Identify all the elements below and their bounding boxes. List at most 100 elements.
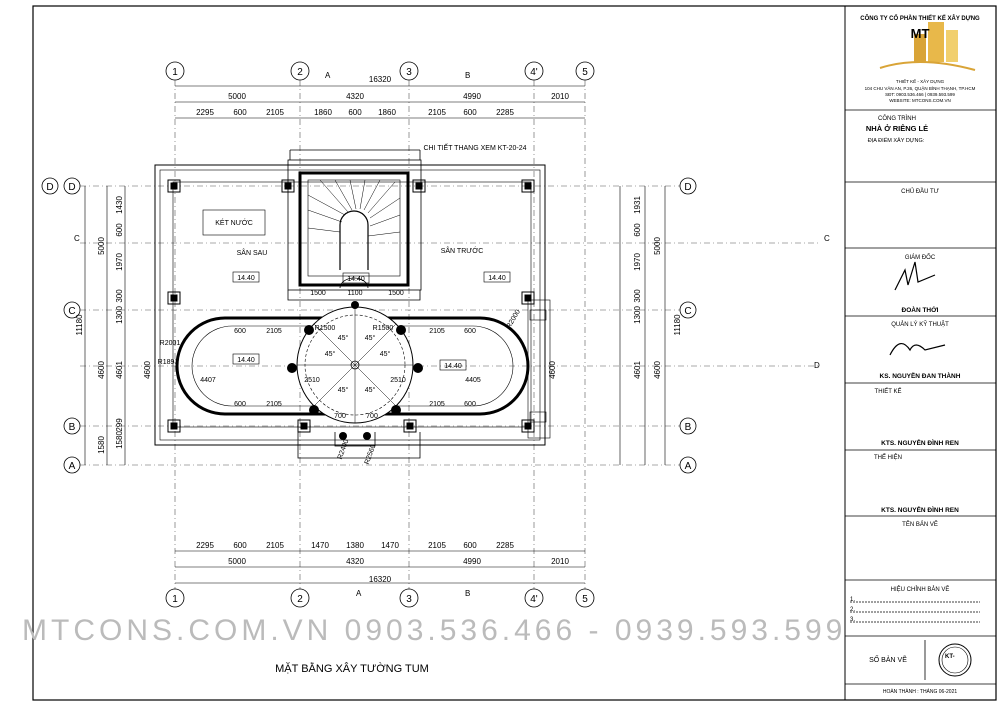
svg-text:1300: 1300 [115, 306, 124, 324]
svg-text:1970: 1970 [633, 253, 642, 271]
svg-text:WEBSITE: MTCONS.COM.VN: WEBSITE: MTCONS.COM.VN [889, 98, 951, 103]
svg-text:2510: 2510 [390, 377, 406, 384]
svg-text:4600: 4600 [97, 361, 106, 379]
svg-text:SÂN TRƯỚC: SÂN TRƯỚC [441, 246, 484, 255]
svg-text:4601: 4601 [633, 361, 642, 379]
svg-text:KT-: KT- [945, 654, 955, 660]
svg-text:5000: 5000 [97, 237, 106, 255]
svg-text:B: B [465, 589, 470, 598]
svg-text:B: B [69, 422, 76, 433]
svg-text:4': 4' [530, 67, 538, 78]
svg-text:14.40: 14.40 [444, 363, 462, 370]
svg-text:R2000: R2000 [506, 308, 522, 329]
svg-text:CÔNG TY CỔ PHẦN THIẾT KẾ XÂY D: CÔNG TY CỔ PHẦN THIẾT KẾ XÂY DỰNG [860, 14, 980, 22]
svg-text:R2560: R2560 [364, 444, 378, 466]
svg-text:3.: 3. [850, 617, 855, 623]
svg-text:NHÀ Ở RIÊNG LẺ: NHÀ Ở RIÊNG LẺ [866, 124, 928, 133]
svg-text:5: 5 [582, 67, 588, 78]
svg-text:104 CHU VĂN AN, P.26, QUẬN BÌN: 104 CHU VĂN AN, P.26, QUẬN BÌNH THẠNH, T… [865, 85, 976, 91]
svg-text:1100: 1100 [347, 290, 362, 297]
svg-text:2010: 2010 [551, 92, 569, 101]
svg-text:2.: 2. [850, 607, 855, 613]
svg-text:KTS. NGUYỄN ĐÌNH REN: KTS. NGUYỄN ĐÌNH REN [881, 438, 959, 447]
svg-text:C: C [824, 234, 830, 243]
svg-text:299: 299 [115, 418, 124, 432]
svg-text:2105: 2105 [428, 541, 446, 550]
svg-text:4990: 4990 [463, 92, 481, 101]
grid-bubbles [41, 61, 697, 608]
svg-text:1500: 1500 [388, 290, 404, 297]
svg-text:B: B [465, 71, 470, 80]
svg-text:600: 600 [463, 541, 477, 550]
svg-text:5: 5 [582, 594, 588, 605]
svg-text:1380: 1380 [346, 541, 364, 550]
svg-text:C: C [74, 234, 80, 243]
svg-text:2105: 2105 [428, 108, 446, 117]
dimension-lines [84, 85, 666, 584]
grid-labels: 1 2 3 4' 5 1 2 3 4' 5 D D C B A D C B A [46, 67, 691, 605]
svg-text:5000: 5000 [228, 92, 246, 101]
svg-text:2105: 2105 [266, 401, 282, 408]
svg-text:A: A [325, 71, 331, 80]
svg-text:B: B [685, 422, 692, 433]
watermark: MTCONS.COM.VN 0903.536.466 - 0939.593.59… [22, 614, 846, 647]
company-logo: MT [879, 22, 976, 71]
svg-text:1470: 1470 [311, 541, 329, 550]
svg-text:5000: 5000 [653, 237, 662, 255]
svg-text:SÂN SAU: SÂN SAU [237, 248, 268, 257]
svg-text:THIẾT KẾ - XÂY DỰNG: THIẾT KẾ - XÂY DỰNG [896, 78, 945, 84]
svg-text:HIỆU CHỈNH BẢN VẼ: HIỆU CHỈNH BẢN VẼ [891, 585, 950, 593]
svg-text:SĐT: 0903.536.466 | 0939.593.5: SĐT: 0903.536.466 | 0939.593.599 [885, 92, 955, 97]
svg-text:2105: 2105 [429, 401, 445, 408]
svg-text:600: 600 [464, 401, 476, 408]
svg-text:1: 1 [172, 67, 178, 78]
svg-text:CHỦ ĐẦU TƯ: CHỦ ĐẦU TƯ [901, 188, 939, 195]
svg-text:2: 2 [297, 594, 303, 605]
svg-text:CÔNG TRÌNH: CÔNG TRÌNH [878, 115, 916, 122]
svg-text:11180: 11180 [75, 314, 84, 336]
svg-text:4320: 4320 [346, 92, 364, 101]
svg-text:600: 600 [115, 223, 124, 237]
svg-text:2010: 2010 [551, 557, 569, 566]
svg-text:14.40: 14.40 [237, 357, 255, 364]
sheet-number-circle [938, 643, 972, 677]
director-signature [894, 261, 936, 291]
svg-text:A: A [69, 461, 76, 472]
svg-text:11180: 11180 [673, 314, 682, 336]
svg-text:KTS. NGUYỄN ĐÌNH REN: KTS. NGUYỄN ĐÌNH REN [881, 505, 959, 514]
svg-text:45°: 45° [365, 386, 376, 394]
svg-text:600: 600 [463, 108, 477, 117]
svg-text:600: 600 [233, 541, 247, 550]
floor-plan [80, 80, 820, 590]
svg-text:R2001: R2001 [160, 340, 181, 347]
svg-text:45°: 45° [325, 350, 336, 358]
svg-text:4': 4' [530, 594, 538, 605]
svg-text:14.40: 14.40 [488, 275, 506, 282]
title-block: MT CÔNG TY CỔ PHẦN THIẾT KẾ XÂY DỰNG THI… [844, 5, 997, 701]
svg-text:2105: 2105 [266, 108, 284, 117]
svg-text:3: 3 [406, 67, 412, 78]
svg-text:2295: 2295 [196, 108, 214, 117]
right-dimensions: 1931 600 1970 5000 300 1300 4601 4600 11… [143, 196, 682, 379]
svg-text:HOÀN THÀNH : THÁNG 06-2021: HOÀN THÀNH : THÁNG 06-2021 [883, 688, 958, 695]
svg-text:3: 3 [406, 594, 412, 605]
svg-text:600: 600 [234, 401, 246, 408]
svg-text:SỐ BẢN VẼ: SỐ BẢN VẼ [869, 654, 907, 664]
svg-text:4320: 4320 [346, 557, 364, 566]
svg-text:4600: 4600 [653, 361, 662, 379]
svg-text:1470: 1470 [381, 541, 399, 550]
section-markers: A B A B C C D [74, 71, 830, 598]
room-labels: CHI TIẾT THANG XEM KT-20-24 KÉT NƯỚC SÂN… [158, 142, 527, 465]
svg-text:KS. NGUYỄN ĐAN THÀNH: KS. NGUYỄN ĐAN THÀNH [880, 371, 961, 380]
svg-text:45°: 45° [338, 334, 349, 342]
svg-text:R2400: R2400 [337, 439, 351, 461]
svg-text:1580: 1580 [115, 431, 124, 449]
svg-text:1500: 1500 [310, 290, 326, 297]
svg-text:C: C [68, 306, 75, 317]
svg-text:1580: 1580 [97, 436, 106, 454]
svg-text:D: D [684, 182, 691, 193]
svg-text:QUẢN LÝ KỸ THUẬT: QUẢN LÝ KỸ THUẬT [891, 321, 949, 328]
dimension-text: 16320 5000 4320 4990 2010 2295 600 2105 … [196, 75, 569, 584]
svg-text:GIÁM ĐỐC: GIÁM ĐỐC [905, 254, 936, 261]
svg-text:ĐỊA ĐIỂM XÂY DỰNG:: ĐỊA ĐIỂM XÂY DỰNG: [868, 137, 925, 144]
